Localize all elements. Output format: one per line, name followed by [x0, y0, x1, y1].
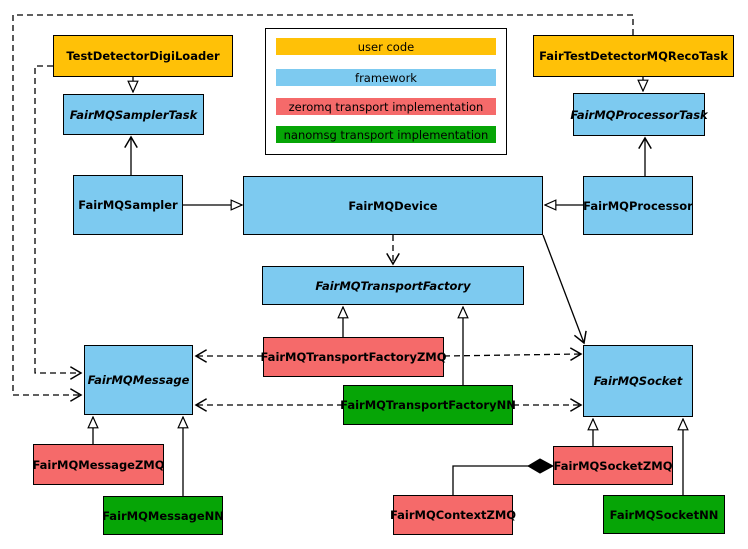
node-fairmq-message-nn: FairMQMessageNN: [102, 496, 224, 535]
node-label: FairMQProcessorTask: [570, 107, 708, 122]
node-label: FairTestDetectorMQRecoTask: [539, 49, 728, 63]
edge-comp-socketzmq-contextzmq: [452, 465, 529, 495]
node-label: FairMQSocketZMQ: [553, 458, 673, 473]
node-label: FairMQTransportFactory: [315, 278, 471, 293]
node-label: FairMQSocketNN: [609, 507, 719, 522]
node-label: FairMQDevice: [348, 198, 438, 213]
node-label: FairMQTransportFactoryNN: [340, 398, 516, 412]
node-label: FairMQMessageZMQ: [32, 457, 165, 472]
legend-item-framework: framework: [276, 69, 496, 86]
node-fairmq-context-zmq: FairMQContextZMQ: [389, 495, 517, 535]
node-fairmq-transport-factory: FairMQTransportFactory: [262, 266, 524, 305]
node-fairmq-sampler-task: FairMQSamplerTask: [63, 94, 204, 135]
legend: user code framework zeromq transport imp…: [265, 28, 507, 155]
legend-item-user-code: user code: [276, 38, 496, 55]
node-label: FairMQProcessor: [583, 198, 693, 213]
node-label: FairMQTransportFactoryZMQ: [260, 350, 447, 364]
node-label: FairMQMessage: [87, 373, 190, 387]
node-label: FairMQMessageNN: [102, 508, 224, 523]
node-test-detector-digi-loader: TestDetectorDigiLoader: [53, 35, 233, 77]
node-fairmq-message: FairMQMessage: [84, 345, 193, 415]
node-fairmq-sampler: FairMQSampler: [73, 175, 183, 235]
legend-label: framework: [355, 70, 417, 85]
node-label: FairMQSamplerTask: [69, 107, 198, 122]
node-fairmq-processor: FairMQProcessor: [583, 176, 693, 235]
node-fairmq-socket-nn: FairMQSocketNN: [603, 495, 725, 534]
edge-assoc-device-socket: [542, 234, 587, 345]
composition-diamond-icon: [527, 458, 555, 474]
node-fairmq-socket: FairMQSocket: [583, 345, 693, 417]
node-label: FairMQSocket: [593, 374, 683, 388]
node-label: TestDetectorDigiLoader: [66, 49, 220, 63]
legend-item-zeromq: zeromq transport implementation: [276, 98, 496, 115]
legend-item-nanomsg: nanomsg transport implementation: [276, 126, 496, 143]
node-fairmq-message-zmq: FairMQMessageZMQ: [32, 444, 165, 485]
node-fairmq-processor-task: FairMQProcessorTask: [570, 93, 708, 136]
node-label: FairMQContextZMQ: [389, 508, 517, 522]
legend-label: user code: [357, 39, 415, 54]
node-fairmq-transport-factory-zmq: FairMQTransportFactoryZMQ: [260, 337, 447, 377]
node-fair-test-detector-mq-reco-task: FairTestDetectorMQRecoTask: [533, 35, 734, 77]
legend-label: nanomsg transport implementation: [283, 127, 489, 142]
node-fairmq-socket-zmq: FairMQSocketZMQ: [553, 446, 673, 485]
node-fairmq-device: FairMQDevice: [243, 176, 543, 235]
node-label: FairMQSampler: [78, 198, 178, 212]
edge-dep-factoryzmq-socket: [443, 347, 583, 362]
legend-label: zeromq transport implementation: [288, 99, 484, 114]
node-fairmq-transport-factory-nn: FairMQTransportFactoryNN: [340, 385, 516, 425]
